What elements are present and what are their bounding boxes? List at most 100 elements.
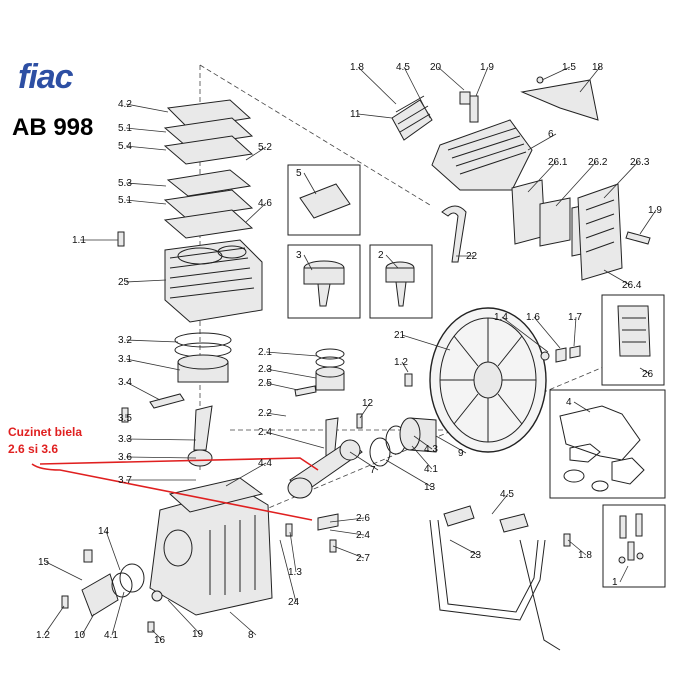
part-label: 1.2	[394, 357, 408, 368]
leader-line	[125, 381, 161, 401]
leader-line	[265, 431, 325, 449]
part-label: 15	[38, 557, 50, 568]
part-label: 16	[154, 635, 166, 646]
part-label: 3.4	[118, 377, 132, 388]
part-label: 5.1	[118, 195, 132, 206]
leader-line	[349, 451, 379, 471]
leader-line	[125, 182, 167, 187]
part-label: 2.4	[258, 427, 272, 438]
leader-line	[229, 611, 257, 636]
annotation-line-2: 2.6 si 3.6	[8, 442, 59, 456]
leader-line	[332, 545, 365, 559]
leader-line	[265, 382, 299, 391]
leader-line	[111, 591, 125, 636]
part-label: 1.8	[350, 62, 364, 73]
model-title: AB 998	[12, 114, 94, 141]
leader-line	[533, 316, 561, 349]
part-label: 1.2	[36, 630, 50, 641]
leader-line	[555, 161, 597, 207]
leader-line	[385, 254, 399, 269]
leader-line	[265, 368, 317, 379]
leader-line	[43, 605, 65, 636]
leader-line	[401, 334, 451, 351]
crankcase	[149, 477, 273, 616]
leader-line	[245, 146, 267, 161]
part-label: 3.5	[118, 413, 132, 424]
part-label: 2.4	[356, 530, 370, 541]
leader-line	[385, 459, 433, 488]
part-label: 21	[394, 330, 406, 341]
leader-line	[265, 412, 287, 417]
part-label: 1.1	[72, 235, 86, 246]
part-label: 1.9	[480, 62, 494, 73]
leader-line	[289, 531, 297, 573]
leader-line	[527, 161, 557, 193]
part-label: 5.4	[118, 141, 132, 152]
part-label: 4.5	[500, 489, 514, 500]
plate-5-4	[163, 135, 254, 165]
leader-line	[329, 517, 365, 523]
leader-line	[265, 351, 319, 357]
leader-line	[579, 66, 601, 93]
part-label: 2.2	[258, 408, 272, 419]
part-label: 3.1	[118, 354, 132, 365]
part-label: 9	[458, 448, 464, 459]
leader-line	[125, 339, 179, 343]
leader-line	[125, 127, 167, 133]
leader-line	[435, 435, 467, 454]
part-label: 18	[592, 62, 604, 73]
part-label: 3.7	[118, 475, 132, 486]
part-label: 14	[98, 526, 110, 537]
crankshaft	[287, 439, 363, 531]
part-label: 3	[296, 250, 302, 261]
part-label: 2.1	[258, 347, 272, 358]
part-label: 4.5	[396, 62, 410, 73]
pipe-22	[441, 205, 467, 263]
part-label: 1.3	[288, 567, 302, 578]
gasket-4-6	[163, 209, 254, 239]
part-label: 25	[118, 277, 130, 288]
piston-large	[149, 332, 232, 467]
part-label: 4.4	[258, 458, 272, 469]
part-label: 19	[192, 629, 204, 640]
annotation-arrow	[31, 457, 319, 521]
part-label: 2.5	[258, 378, 272, 389]
piston-small	[294, 348, 345, 461]
leader-line	[357, 66, 397, 105]
side-cover	[81, 549, 145, 617]
part-label: 5	[296, 168, 302, 179]
part-label: 4	[566, 397, 572, 408]
part-label: 2.7	[356, 553, 370, 564]
leader-line	[125, 358, 181, 371]
leader-line	[125, 103, 169, 113]
part-label: 3.6	[118, 452, 132, 463]
leader-line	[125, 199, 167, 205]
leader-line	[501, 316, 549, 353]
leader-line	[449, 539, 479, 556]
leader-line	[303, 254, 313, 271]
cylinder-head	[391, 79, 599, 191]
part-label: 7	[370, 465, 376, 476]
leader-line	[81, 613, 95, 636]
part-label: 11	[350, 109, 361, 120]
fasteners	[61, 76, 651, 633]
part-label: 10	[74, 630, 86, 641]
part-label: 5.1	[118, 123, 132, 134]
part-label: 1.7	[568, 312, 582, 323]
leader-line	[45, 561, 83, 581]
part-label: 22	[466, 251, 478, 262]
leader-line	[359, 402, 371, 419]
brand-logo: fiac	[18, 58, 74, 96]
part-label: 3.2	[118, 335, 132, 346]
leader-line	[411, 445, 433, 470]
part-label: 2.3	[258, 364, 272, 375]
leader-line	[403, 66, 431, 119]
part-label: 3.3	[118, 434, 132, 445]
leader-line	[125, 438, 197, 441]
leader-line	[603, 161, 639, 199]
leader-line	[125, 145, 167, 151]
bearing-seals	[369, 417, 437, 467]
valve-plate-stack	[163, 99, 254, 239]
